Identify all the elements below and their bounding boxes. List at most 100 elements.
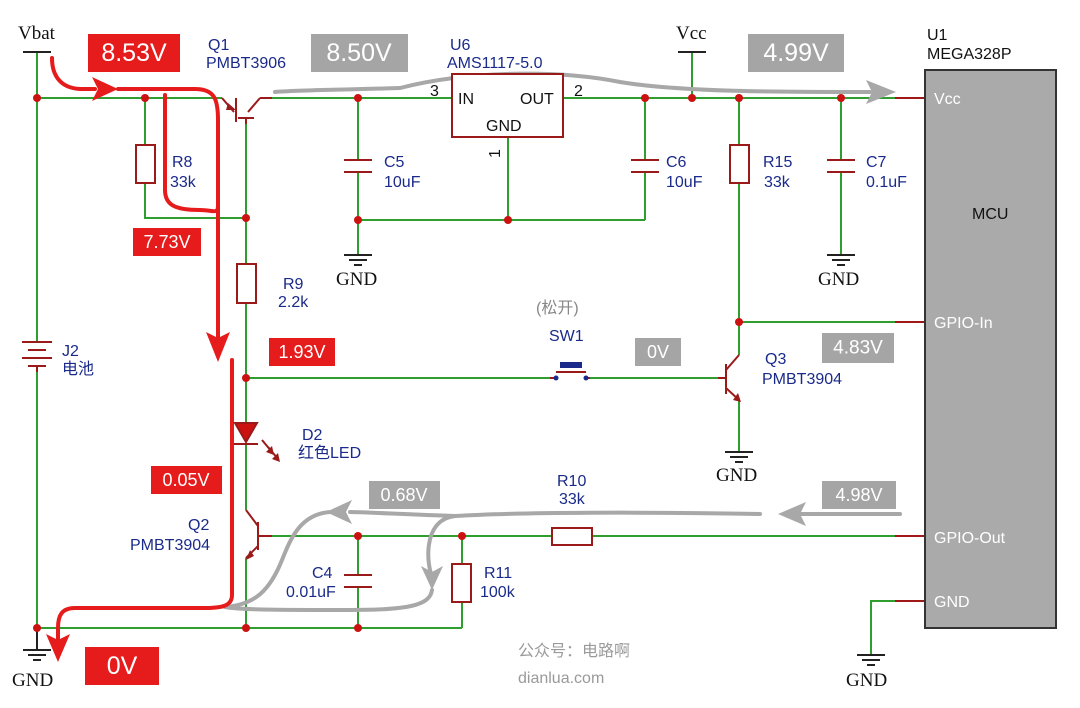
q2-ref: Q2 — [188, 517, 209, 534]
c7-ref: C7 — [866, 154, 887, 171]
u6-pin2: 2 — [574, 83, 583, 100]
u6-pin-out: OUT — [520, 91, 554, 108]
ground-left-icon — [23, 628, 51, 661]
c6-value: 10uF — [666, 174, 703, 191]
j2-value: 电池 — [62, 360, 94, 378]
voltage-badge-sw-node: 0V — [635, 338, 681, 366]
d2-ref: D2 — [302, 427, 323, 444]
transistor-q1 — [221, 97, 272, 124]
resistor-r15 — [729, 144, 750, 184]
svg-text:4.98V: 4.98V — [835, 485, 882, 505]
gnd-label-c5: GND — [336, 269, 377, 290]
svg-text:0.68V: 0.68V — [380, 485, 427, 505]
vcc-rail-label: Vcc — [676, 23, 707, 44]
gnd-label-q3: GND — [716, 465, 757, 486]
u1-ref: U1 — [927, 27, 948, 44]
mcu-pin-stubs — [895, 97, 925, 602]
gnd-label-mcu: GND — [846, 670, 887, 691]
q3-value: PMBT3904 — [762, 371, 842, 388]
battery-j2 — [22, 341, 52, 372]
u6-value: AMS1117-5.0 — [447, 55, 543, 72]
q2-value: PMBT3904 — [130, 537, 210, 554]
voltage-badge-q1-base: 1.93V — [269, 338, 335, 366]
r8-ref: R8 — [172, 154, 193, 171]
svg-text:8.50V: 8.50V — [326, 39, 392, 67]
r15-value: 33k — [764, 174, 791, 191]
r11-value: 100k — [480, 584, 516, 601]
c5-ref: C5 — [384, 154, 405, 171]
ground-q3-icon — [725, 451, 753, 463]
mcu-u1 — [924, 69, 1057, 629]
svg-text:0.05V: 0.05V — [162, 470, 209, 490]
voltage-badge-vcc-out: 4.99V — [748, 34, 844, 72]
transistor-q3 — [718, 354, 741, 402]
voltage-badge-r8-node: 7.73V — [133, 228, 201, 256]
svg-text:4.99V: 4.99V — [763, 39, 829, 67]
voltage-badge-q2-base: 0.68V — [369, 481, 440, 509]
svg-text:1.93V: 1.93V — [278, 342, 325, 362]
watermark-line2: dianlua.com — [518, 670, 604, 687]
resistor-r9 — [236, 263, 257, 304]
mcu-pin-gpio-in: GPIO-In — [934, 315, 993, 332]
voltage-badge-gpio-in: 4.83V — [822, 333, 894, 363]
mcu-pin-vcc: Vcc — [934, 91, 961, 108]
r9-ref: R9 — [283, 276, 304, 293]
c7-value: 0.1uF — [866, 174, 907, 191]
transistor-q2 — [245, 509, 272, 560]
c5-value: 10uF — [384, 174, 421, 191]
ground-symbols — [23, 51, 885, 666]
u6-pin1: 1 — [487, 149, 504, 158]
u6-pin-gnd: GND — [486, 118, 522, 135]
j2-ref: J2 — [62, 343, 79, 360]
mcu-pin-gnd: GND — [934, 594, 970, 611]
svg-text:7.73V: 7.73V — [143, 232, 190, 252]
switch-sw1 — [550, 362, 590, 381]
capacitor-c4 — [344, 574, 372, 588]
red-flow-arrows — [46, 56, 234, 662]
r10-ref: R10 — [557, 473, 586, 490]
svg-text:0V: 0V — [107, 652, 138, 680]
u6-ref: U6 — [450, 37, 471, 54]
mcu-pin-gpio-out: GPIO-Out — [934, 530, 1006, 547]
r9-value: 2.2k — [278, 294, 309, 311]
u1-value: MEGA328P — [927, 46, 1011, 63]
q1-value: PMBT3906 — [206, 55, 286, 72]
voltage-badge-ground: 0V — [85, 647, 159, 685]
mcu-body-label: MCU — [972, 206, 1008, 223]
capacitor-c5 — [344, 159, 372, 173]
capacitor-c7 — [827, 159, 855, 173]
resistor-r8 — [135, 144, 156, 184]
regulator-u6 — [451, 73, 564, 138]
resistor-r10 — [551, 527, 593, 546]
ground-c7-icon — [827, 254, 855, 266]
wires — [36, 52, 928, 655]
c4-value: 0.01uF — [286, 584, 336, 601]
d2-value: 红色LED — [298, 444, 361, 462]
voltage-badge-q1-out: 8.50V — [311, 34, 408, 72]
watermark-line1: 公众号：电路啊 — [518, 642, 630, 660]
voltage-badge-vbat: 8.53V — [88, 34, 180, 72]
sw1-ref: SW1 — [549, 328, 584, 345]
gnd-label-left: GND — [12, 670, 53, 691]
led-d2 — [233, 422, 280, 462]
svg-text:8.53V: 8.53V — [101, 39, 167, 67]
r10-value: 33k — [559, 491, 586, 508]
voltage-badge-led-node: 0.05V — [151, 466, 222, 494]
gnd-label-c7: GND — [818, 269, 859, 290]
r11-ref: R11 — [484, 565, 512, 582]
c4-ref: C4 — [312, 565, 333, 582]
capacitor-c6 — [631, 159, 659, 173]
svg-text:4.83V: 4.83V — [833, 338, 883, 359]
junction-dots — [33, 94, 845, 632]
ground-c5-icon — [344, 254, 372, 266]
voltage-badge-gpio-out: 4.98V — [822, 481, 896, 509]
resistor-r11 — [451, 563, 472, 603]
ground-mcu-icon — [857, 654, 885, 666]
sw1-state: (松开) — [536, 299, 579, 317]
u6-pin3: 3 — [430, 83, 439, 100]
q3-ref: Q3 — [765, 351, 786, 368]
q1-ref: Q1 — [208, 37, 229, 54]
c6-ref: C6 — [666, 154, 687, 171]
r15-ref: R15 — [763, 154, 792, 171]
